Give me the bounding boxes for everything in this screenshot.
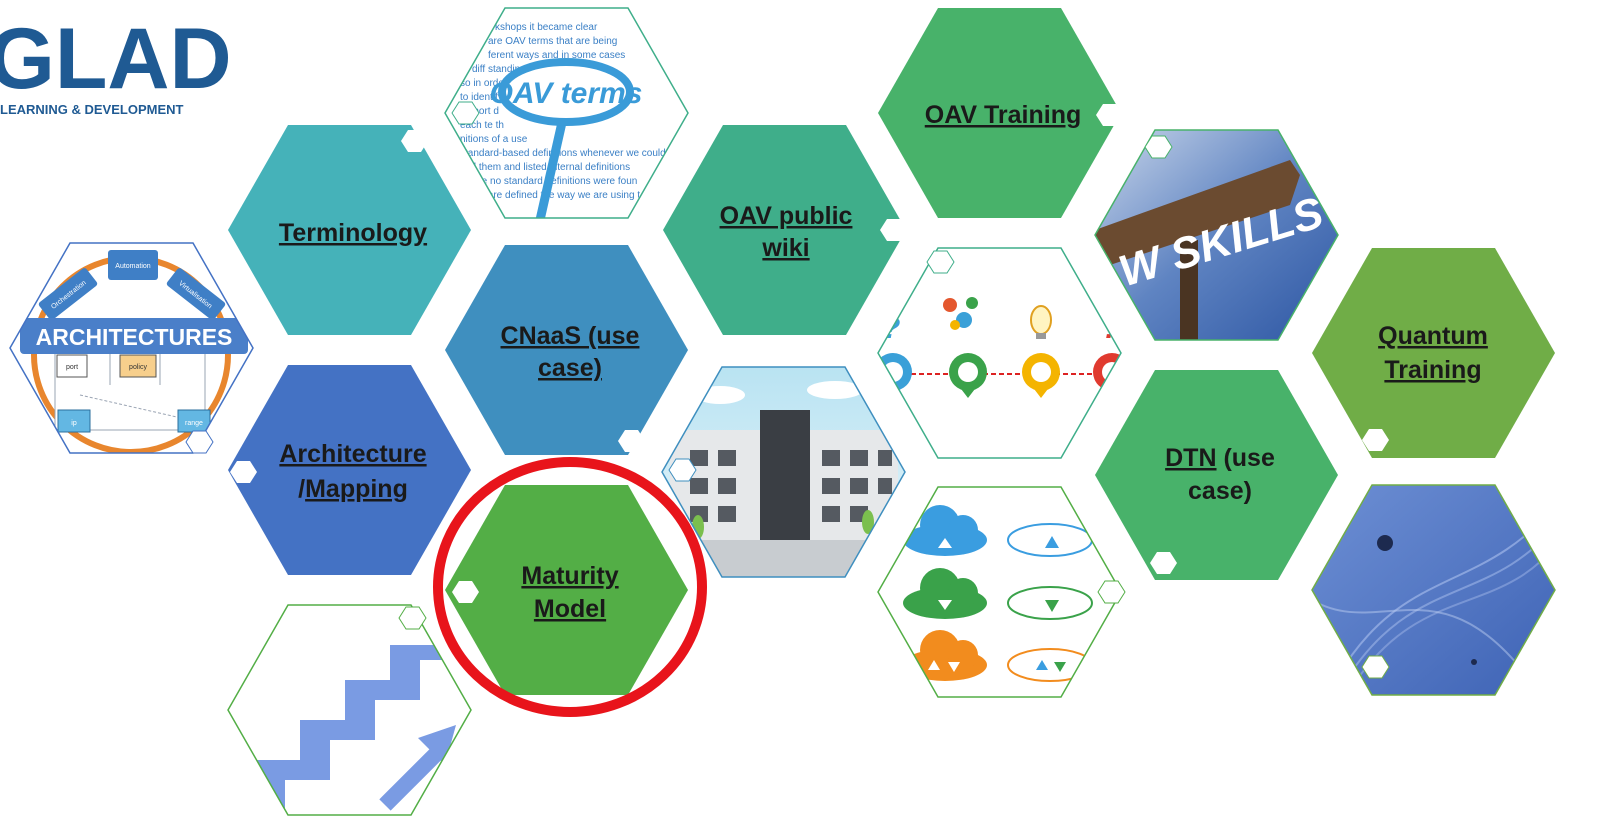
hexagon-marker-icon (1097, 580, 1126, 604)
cloud-upload-outline-icon (1007, 523, 1093, 557)
hexagon-marker-icon (1362, 429, 1389, 451)
tile-maturity-model[interactable]: Maturity Model (445, 485, 688, 695)
oav-term-line: terms are defined the way we are using t (460, 190, 640, 201)
hexagon-marker-icon (451, 101, 480, 125)
maturity-link-line1[interactable]: Maturity (521, 562, 618, 590)
oav-term-line: each te th (460, 120, 504, 131)
architectures-title: ARCHITECTURES (36, 324, 233, 350)
arch-box-port: port (66, 364, 78, 371)
arch-tab-automation: Automation (115, 263, 151, 270)
hexagon-marker-icon (1096, 104, 1123, 126)
tile-dtn[interactable]: DTN (use case) (1095, 370, 1338, 580)
tile-image-clouds (877, 486, 1126, 698)
tile-oav-training[interactable]: OAV Training (878, 8, 1123, 218)
slash-text: / (298, 475, 305, 503)
oav-term-line: kshops it became clear (495, 22, 598, 33)
oav-wiki-link-line2[interactable]: wiki (761, 234, 809, 262)
tile-quantum-training[interactable]: Quantum Training (1312, 248, 1555, 458)
cloud-upload-icon (903, 505, 987, 556)
oav-term-line: diff standing (472, 64, 526, 75)
mapping-link[interactable]: Mapping (305, 475, 408, 503)
oav-term-line: nitions of a use (460, 134, 528, 145)
tile-image-new-skills: W SKILLS (1094, 129, 1339, 341)
tile-architecture-mapping[interactable]: Architecture /Mapping (228, 365, 471, 575)
oav-terms-headline: OAV terms (490, 77, 643, 110)
cnaas-link-line1[interactable]: CNaaS (use (501, 322, 640, 350)
tile-image-process-pins: ? ! (877, 247, 1122, 459)
arch-box-policy: policy (129, 364, 147, 371)
oav-term-line: are OAV terms that are being (488, 36, 617, 47)
hexagon-marker-icon (452, 581, 479, 603)
tile-image-quantum (1311, 484, 1556, 696)
oav-wiki-link-line1[interactable]: OAV public (720, 202, 853, 230)
hexagon-marker-icon (401, 130, 428, 152)
cnaas-link-line2[interactable]: case) (538, 354, 602, 382)
arch-box-ip: ip (71, 420, 77, 427)
oav-term-line: find them and listed internal definition… (460, 162, 630, 173)
architecture-link-line1[interactable]: Architecture (279, 440, 426, 468)
hexagon-marker-icon (1361, 655, 1390, 679)
dtn-line1: DTN (use (1165, 444, 1275, 472)
dtn-use-text: (use (1217, 444, 1275, 472)
hexagon-marker-icon (1150, 552, 1177, 574)
highlight-ring (433, 457, 707, 717)
hexagon-marker-icon (618, 430, 645, 452)
hexagon-marker-icon (1144, 135, 1173, 159)
oav-term-line: ferent ways and in some cases (488, 50, 625, 61)
oav-term-line: so in orde ided (460, 78, 526, 89)
oav-term-line: to identify (460, 92, 503, 103)
logo-wordmark: GLAD (0, 11, 232, 107)
tile-cnaas[interactable]: CNaaS (use case) (445, 245, 688, 455)
cloud-download-outline-icon (1007, 586, 1093, 620)
dtn-line2: case) (1188, 477, 1252, 505)
tile-image-stairs (227, 604, 472, 816)
hexagon-marker-icon (185, 430, 214, 454)
cloud-download-icon (903, 568, 987, 619)
tile-oav-wiki[interactable]: OAV public wiki (663, 125, 907, 335)
tile-image-architectures: port policy ip range Automation Orchestr… (9, 242, 254, 454)
tile-image-oav-terms: kshops it became clear are OAV terms tha… (444, 7, 689, 219)
quantum-link-line2[interactable]: Training (1384, 356, 1481, 384)
architecture-line2: /Mapping (298, 475, 408, 503)
terminology-link[interactable]: Terminology (279, 219, 427, 247)
tile-terminology[interactable]: Terminology (228, 125, 471, 335)
arch-box-range: range (185, 420, 203, 427)
hexagon-marker-icon (230, 461, 257, 483)
logo-tagline: LEARNING & DEVELOPMENT (0, 102, 184, 117)
hexagon-marker-icon (668, 458, 697, 482)
oav-term-line: a short d (460, 106, 499, 117)
hexagon-marker-icon (880, 219, 907, 241)
oav-training-link[interactable]: OAV Training (925, 101, 1082, 129)
hexagon-marker-icon (398, 606, 427, 630)
quantum-link-line1[interactable]: Quantum (1378, 322, 1488, 350)
maturity-link-line2[interactable]: Model (534, 595, 606, 623)
tile-image-building (661, 366, 906, 578)
oav-term-line: standard-based definitions whenever we c… (460, 148, 666, 159)
hexagon-marker-icon (926, 250, 955, 274)
glad-logo: GLAD LEARNING & DEVELOPMENT (0, 11, 232, 117)
dtn-link[interactable]: DTN (1165, 444, 1216, 472)
